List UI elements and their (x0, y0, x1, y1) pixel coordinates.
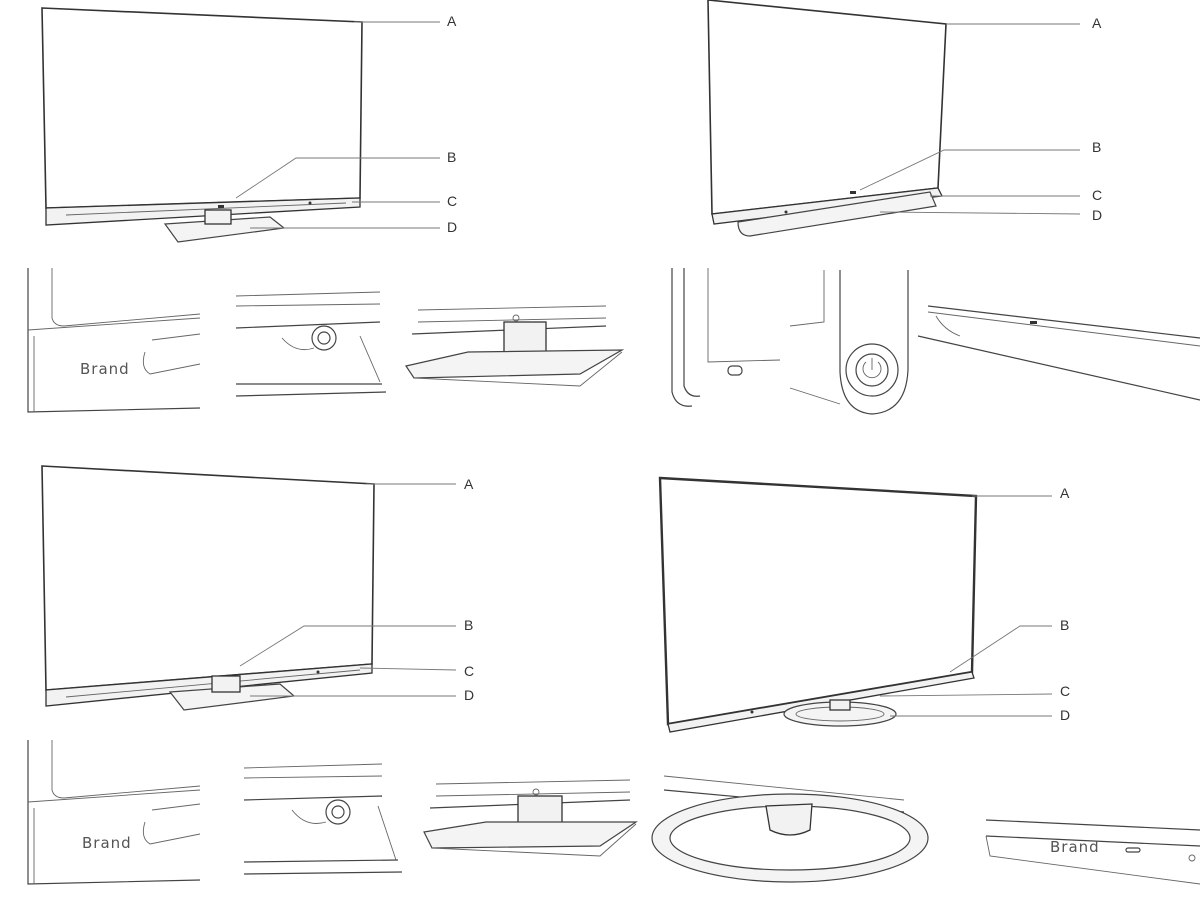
concept-1-label-c: C (447, 193, 457, 209)
concept-2-label-d: D (1092, 207, 1102, 223)
concept-4-brand-logo: Brand (1050, 838, 1100, 856)
concept-3-detail-stand (423, 779, 638, 857)
concept-2-callouts: A B C D (859, 15, 1102, 223)
concept-4: A B C D Brand (651, 476, 1200, 885)
concept-4-label-a: A (1060, 485, 1070, 501)
concept-4-detail-bar: Brand (985, 819, 1200, 885)
concept-1-label-d: D (447, 219, 457, 235)
concept-4-label-d: D (1060, 707, 1070, 723)
concept-3-tv (41, 465, 375, 711)
concept-2-details (671, 268, 1200, 415)
concept-3-brand-logo: Brand (82, 834, 132, 852)
concept-1-brand-logo: Brand (80, 360, 130, 378)
concept-2: A B C D (671, 0, 1200, 415)
concept-1-detail-stand (405, 305, 625, 387)
concept-3-screen (41, 465, 375, 691)
concept-3-label-c: C (464, 663, 474, 679)
concept-2-tv (707, 0, 947, 237)
concept-1-label-b: B (447, 149, 456, 165)
concept-4-tv (658, 476, 978, 733)
concept-4-label-b: B (1060, 617, 1069, 633)
concept-1-details: Brand (27, 268, 625, 413)
concept-3-detail-brand: Brand (27, 740, 201, 885)
concept-2-detail-corner (671, 268, 781, 407)
concept-3-bottom-bar (45, 663, 373, 707)
concept-4-details: Brand (651, 775, 1200, 885)
concept-4-detail-stand (651, 775, 929, 883)
concept-4-callouts: A B C D (879, 485, 1070, 723)
concept-1-detail-button (235, 291, 387, 397)
concept-1-detail-brand: Brand (27, 268, 201, 413)
concept-1-label-a: A (447, 13, 457, 29)
concept-2-stand (737, 191, 937, 237)
concept-2-screen (707, 0, 947, 215)
concept-4-screen (658, 476, 978, 726)
concept-4-label-c: C (1060, 683, 1070, 699)
concept-2-label-c: C (1092, 187, 1102, 203)
concept-1-bottom-bar (45, 197, 361, 226)
concept-4-bottom-bar (667, 671, 975, 733)
concept-1: A B C D Brand (27, 7, 625, 413)
concept-3-label-a: A (464, 476, 474, 492)
concept-2-label-b: B (1092, 139, 1101, 155)
concept-1-tv (41, 7, 363, 243)
concept-2-detail-bar (917, 305, 1200, 401)
concept-3-callouts: A B C D (239, 476, 474, 703)
concept-3-label-b: B (464, 617, 473, 633)
concept-3-detail-button (243, 763, 403, 875)
concept-2-label-a: A (1092, 15, 1102, 31)
concept-3: A B C D Brand (27, 465, 638, 885)
concept-2-detail-button (789, 270, 909, 415)
concept-3-label-d: D (464, 687, 474, 703)
concept-1-screen (41, 7, 363, 209)
concept-1-callouts: A B C D (235, 13, 457, 235)
concept-3-details: Brand (27, 740, 638, 885)
